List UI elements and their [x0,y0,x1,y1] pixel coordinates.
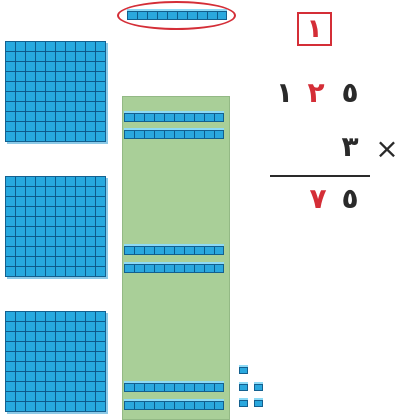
multiplicand-hundreds: ١ [276,78,292,108]
hundred-flat-2 [5,176,106,277]
answer-rule [270,175,370,177]
ten-rod [124,381,224,392]
ten-rod [124,111,224,122]
carry-rod-circle [117,1,236,30]
ten-rod [124,128,224,139]
unit-cube [254,382,263,391]
multiplier: ٣ [334,132,366,162]
unit-cube [254,398,263,407]
multiplicand-tens: ٢ [304,78,328,108]
carry-digit-box: ١ [297,12,332,46]
unit-cube [239,398,248,407]
result-ones: ٥ [337,184,363,214]
result-tens: ٧ [306,184,330,214]
ten-rod [124,399,224,410]
regroup-panel [122,96,230,420]
multiplicand-ones: ٥ [337,78,363,108]
unit-cube [239,382,248,391]
times-operator: × [374,134,400,164]
unit-cube [239,365,248,374]
ten-rod [124,262,224,273]
hundred-flat-1 [5,41,106,142]
hundred-flat-3 [5,311,106,412]
ten-rod [124,244,224,255]
